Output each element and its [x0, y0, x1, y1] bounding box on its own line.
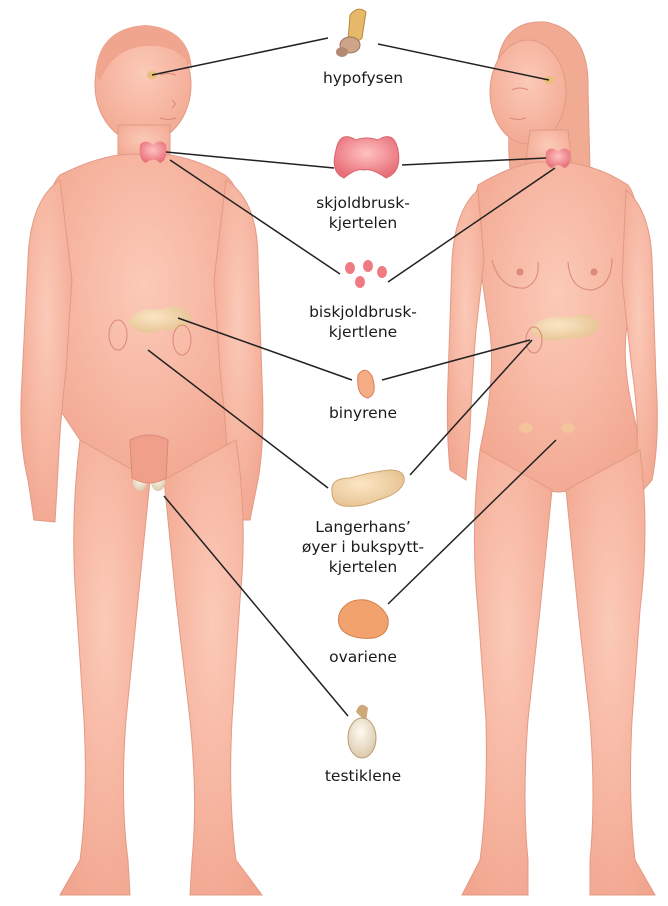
thyroid-icon — [334, 137, 399, 178]
label-ovariene: ovariene — [263, 647, 463, 667]
label-hypofysen: hypofysen — [263, 68, 463, 88]
center-icons — [332, 9, 404, 758]
label-langerhans-3: kjertelen — [263, 557, 463, 577]
pituitary-icon — [336, 9, 366, 57]
label-testiklene: testiklene — [263, 766, 463, 786]
parathyroid-icon — [345, 260, 387, 288]
label-skjoldbrusk-2: kjertelen — [263, 213, 463, 233]
label-binyrene: binyrene — [263, 403, 463, 423]
label-biskjoldbrusk-2: kjertlene — [263, 322, 463, 342]
female-ovary-right — [561, 423, 575, 433]
pancreas-icon — [332, 470, 404, 506]
testis-icon — [348, 705, 376, 758]
label-langerhans-1: Langerhans’ — [263, 517, 463, 537]
female-ovary-left — [519, 423, 533, 433]
ovary-icon — [338, 600, 388, 639]
adrenal-icon — [358, 370, 375, 398]
label-skjoldbrusk-1: skjoldbrusk- — [263, 193, 463, 213]
label-biskjoldbrusk-1: biskjoldbrusk- — [263, 302, 463, 322]
label-langerhans-2: øyer i bukspytt- — [263, 537, 463, 557]
